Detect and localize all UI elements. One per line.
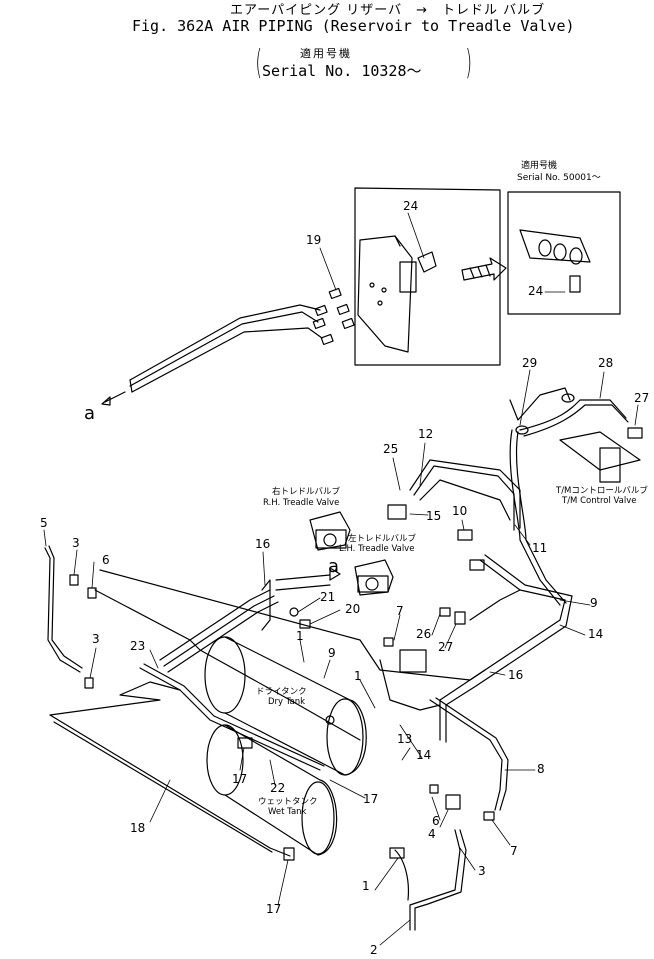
inset-panel bbox=[507, 191, 621, 315]
callout-16-left: 16 bbox=[255, 537, 271, 551]
inset-serial-japanese: 適用号機 bbox=[521, 161, 558, 171]
callout-8: 8 bbox=[537, 762, 545, 776]
pipe-bundle-upper bbox=[101, 304, 323, 406]
fittings-26-27 bbox=[383, 607, 466, 673]
tm-control-valve-label-jp: T/Mコントロールバルブ bbox=[556, 486, 648, 496]
callout-20: 20 bbox=[345, 602, 361, 616]
pipe-5 bbox=[44, 545, 97, 689]
callout-14-left: 14 bbox=[416, 748, 432, 762]
lh-treadle-valve-label-jp: 左トレドルバルブ bbox=[348, 534, 417, 544]
ref-a-left: a bbox=[84, 403, 96, 424]
callout-3-lower: 3 bbox=[478, 864, 486, 878]
callout-17-left: 17 bbox=[232, 772, 248, 786]
dry-tank bbox=[204, 636, 367, 776]
callout-9-left: 9 bbox=[328, 646, 336, 660]
callout-19: 19 bbox=[306, 233, 322, 247]
pipe-bundle-main bbox=[94, 569, 486, 741]
callout-15: 15 bbox=[426, 509, 442, 523]
leader-lines bbox=[43, 212, 639, 946]
pipe-1-bottom bbox=[389, 847, 410, 901]
callout-3-upper: 3 bbox=[72, 536, 80, 550]
pipe-long-right bbox=[509, 429, 567, 606]
rh-treadle-valve bbox=[309, 504, 407, 551]
callout-21: 21 bbox=[320, 590, 336, 604]
callout-26: 26 bbox=[416, 627, 432, 641]
callout-3-mid: 3 bbox=[92, 632, 100, 646]
dry-tank-label: Dry Tank bbox=[268, 697, 306, 707]
callout-6-lower: 6 bbox=[432, 814, 440, 828]
callout-14-right: 14 bbox=[588, 627, 604, 641]
callout-27-right: 27 bbox=[634, 391, 650, 405]
title-japanese: エアーパイピング リザーバ → トレドル バルブ bbox=[230, 3, 546, 18]
callout-18: 18 bbox=[130, 821, 146, 835]
callout-1-mid: 1 bbox=[354, 669, 362, 683]
callout-9-right: 9 bbox=[590, 596, 598, 610]
rh-treadle-valve-label-jp: 右トレドルバルブ bbox=[272, 487, 341, 497]
dry-tank-label-jp: ドライタンク bbox=[256, 687, 307, 697]
callout-16-right: 16 bbox=[508, 668, 524, 682]
callout-6-upper: 6 bbox=[102, 553, 110, 567]
callout-1-lower: 1 bbox=[362, 879, 370, 893]
callout-24-upper: 24 bbox=[403, 199, 419, 213]
callout-22: 22 bbox=[270, 781, 286, 795]
serial-number: Serial No. 10328～ bbox=[262, 62, 422, 80]
callout-11: 11 bbox=[532, 541, 548, 555]
ref-a-mid: a bbox=[328, 556, 340, 577]
callout-17-bottom: 17 bbox=[266, 902, 282, 916]
serial-paren-right: ) bbox=[465, 43, 472, 83]
pipe-8 bbox=[409, 697, 509, 931]
callout-12: 12 bbox=[418, 427, 434, 441]
hatched-arrow bbox=[461, 257, 507, 281]
treadle-mount-panel bbox=[354, 187, 501, 366]
callout-1-upper: 1 bbox=[296, 629, 304, 643]
serial-paren-left: ( bbox=[255, 43, 262, 83]
wet-tank bbox=[206, 724, 338, 856]
callout-29: 29 bbox=[522, 356, 538, 370]
lh-treadle-valve-label: L.H. Treadle Valve bbox=[339, 544, 415, 554]
callout-5: 5 bbox=[40, 516, 48, 530]
callout-13: 13 bbox=[397, 732, 413, 746]
fittings-19 bbox=[312, 287, 355, 346]
lh-treadle-valve bbox=[354, 529, 485, 596]
callout-23: 23 bbox=[130, 639, 146, 653]
callout-27-mid: 27 bbox=[438, 640, 454, 654]
callout-10: 10 bbox=[452, 504, 468, 518]
callout-4: 4 bbox=[428, 827, 436, 841]
callout-17-mid: 17 bbox=[363, 792, 379, 806]
tm-control-valve-label: T/M Control Valve bbox=[562, 496, 637, 506]
callout-2: 2 bbox=[370, 943, 378, 957]
inset-serial-number: Serial No. 50001～ bbox=[517, 173, 601, 183]
rh-treadle-valve-label: R.H. Treadle Valve bbox=[263, 498, 340, 508]
serial-label-japanese: 適用号機 bbox=[300, 47, 352, 60]
callout-25: 25 bbox=[383, 442, 399, 456]
callout-28: 28 bbox=[598, 356, 614, 370]
pipe-12 bbox=[409, 459, 521, 531]
wet-tank-label-jp: ウェットタンク bbox=[258, 797, 318, 807]
callout-24-inset: 24 bbox=[528, 284, 544, 298]
figure-title: Fig. 362A AIR PIPING (Reservoir to Tread… bbox=[132, 17, 575, 35]
wet-tank-label: Wet Tank bbox=[268, 807, 307, 817]
callout-7-lower: 7 bbox=[510, 844, 518, 858]
callout-7-upper: 7 bbox=[396, 604, 404, 618]
pipe-28-29 bbox=[509, 387, 643, 483]
pipes-18-22-23 bbox=[49, 663, 325, 861]
